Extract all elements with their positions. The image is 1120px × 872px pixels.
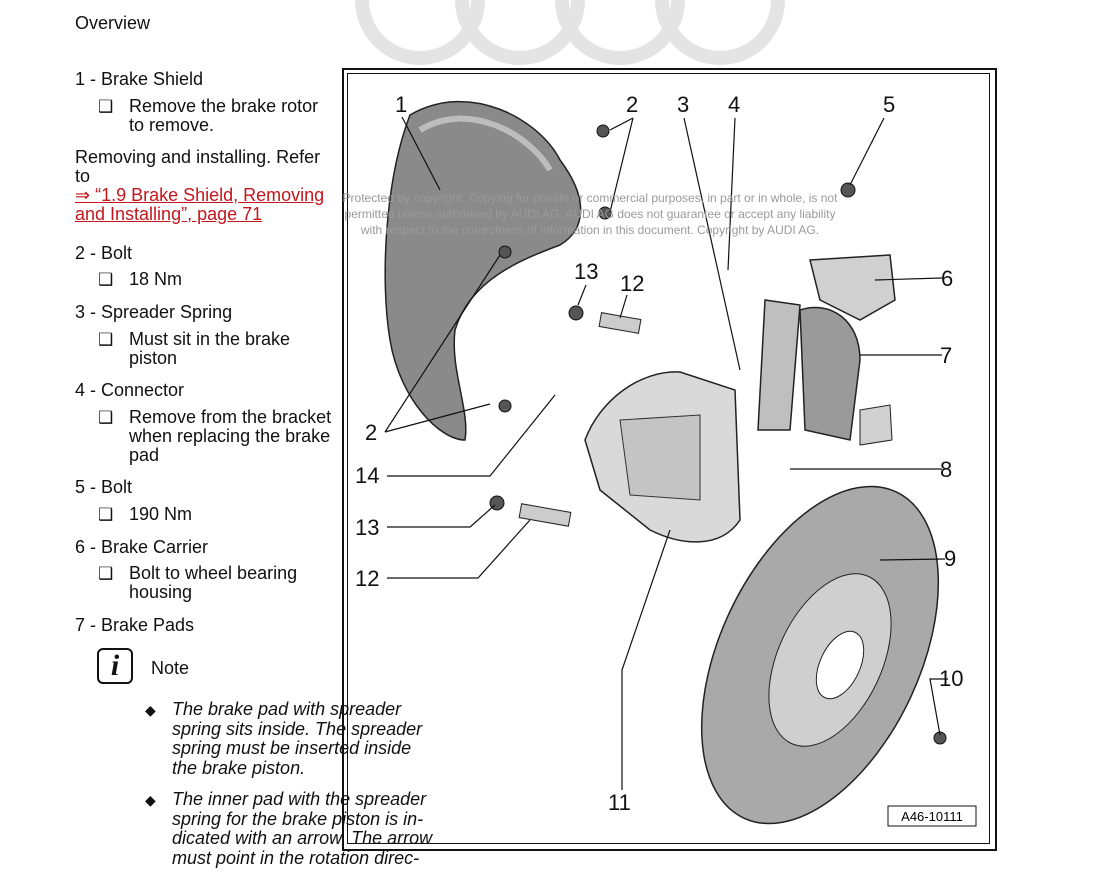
callout-5: 5 [883, 92, 895, 117]
reference-link-line1[interactable]: ⇒ “1.9 Brake Shield, Removing [75, 185, 325, 205]
checkbox-icon: ❑ [98, 97, 114, 116]
callout-1: 1 [395, 92, 407, 117]
callout-8: 8 [940, 457, 952, 482]
diagram-frame-inner [347, 73, 990, 844]
page-heading: Overview [75, 13, 151, 33]
item-step: 190 Nm [129, 504, 193, 524]
item-title: 6 - Brake Carrier [75, 537, 209, 557]
item-step: 18 Nm [129, 269, 183, 289]
callout-14: 14 [355, 463, 379, 488]
copyright-watermark: Protected by copyright. Copying for priv… [342, 191, 838, 237]
callout-7: 7 [940, 343, 952, 368]
checkbox-icon: ❑ [98, 564, 114, 583]
checkbox-icon: ❑ [98, 408, 114, 427]
item-title: 2 - Bolt [75, 243, 133, 263]
item-title: 4 - Connector [75, 380, 185, 400]
item-title: 1 - Brake Shield [75, 69, 204, 89]
callout-3: 3 [677, 92, 689, 117]
item-step: Remove the brake rotor to remove. [129, 96, 319, 135]
reference-text: Removing and installing. Refer to [75, 147, 321, 186]
diagram-frame [342, 68, 997, 851]
figure-id-box [887, 805, 977, 827]
callout-9: 9 [944, 546, 956, 571]
note-bullet-1: The brake pad with spreader spring sits … [172, 699, 423, 778]
callout-4: 4 [728, 92, 740, 117]
item-step: Bolt to wheel bearing housing [129, 563, 298, 602]
item-title: 3 - Spreader Spring [75, 302, 233, 322]
callout-2-lower: 2 [365, 420, 377, 445]
callout-2: 2 [626, 92, 638, 117]
brake-pad-outer [757, 299, 801, 431]
checkbox-icon: ❑ [98, 505, 114, 524]
bullet-icon: ◆ [145, 702, 156, 718]
audi-rings-watermark [355, 0, 785, 65]
brake-pad-inner [799, 306, 861, 441]
bullet-icon: ◆ [145, 792, 156, 808]
item-step: Must sit in the brake piston [129, 329, 291, 368]
item-title: 7 - Brake Pads [75, 615, 195, 635]
checkbox-icon: ❑ [98, 330, 114, 349]
callout-13-lower: 13 [355, 515, 379, 540]
brake-carrier [809, 254, 896, 321]
callout-13: 13 [574, 259, 598, 284]
callout-11: 11 [608, 790, 631, 815]
checkbox-icon: ❑ [98, 270, 114, 289]
figure-id: A46-10111 [901, 809, 963, 824]
reference-link-line2[interactable]: and Installing”, page 71 [75, 204, 263, 224]
item-step: Remove from the bracket when replacing t… [129, 407, 332, 465]
callout-6: 6 [941, 266, 953, 291]
callout-10: 10 [939, 666, 963, 691]
info-icon: i [97, 648, 133, 684]
note-bullet-2: The inner pad with the spreader spring f… [172, 789, 433, 868]
callout-12-lower: 12 [355, 566, 379, 591]
note-label: Note [151, 658, 190, 678]
callout-12: 12 [620, 271, 644, 296]
brake-shield [384, 100, 582, 441]
item-title: 5 - Bolt [75, 477, 133, 497]
